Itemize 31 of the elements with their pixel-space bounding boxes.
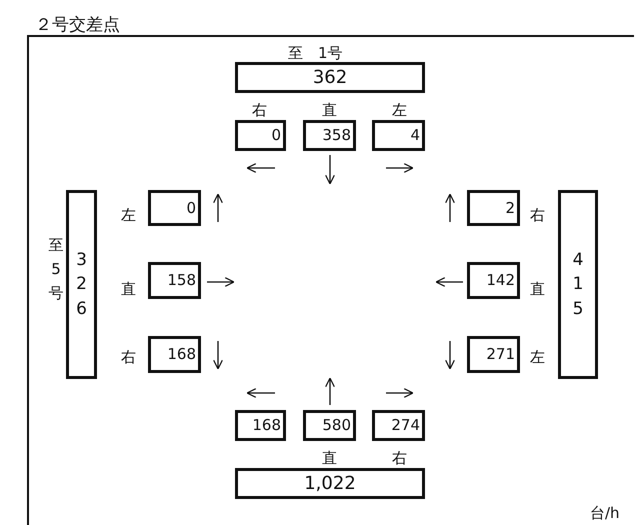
direction-label: 右 <box>252 103 267 118</box>
destination-label: 至 1号 <box>288 46 343 61</box>
count-box: 0 <box>148 190 201 226</box>
count-box: 274 <box>372 410 425 441</box>
count-box: 158 <box>148 262 201 299</box>
count-box: 4 <box>372 120 425 151</box>
direction-label: 直 <box>121 282 136 297</box>
direction-label: 左 <box>121 208 136 223</box>
direction-label: 右 <box>392 451 407 466</box>
direction-label: 右 <box>121 350 136 365</box>
count-box: 2 <box>467 190 520 226</box>
unit-label: 台/h <box>590 506 620 521</box>
direction-label: 直 <box>322 103 337 118</box>
count-box: 358 <box>303 120 356 151</box>
count-box: 0 <box>235 120 286 151</box>
total-count-box: 326 <box>66 190 97 379</box>
direction-label: 右 <box>530 208 545 223</box>
total-count-box: 362 <box>235 62 425 93</box>
count-box: 168 <box>148 336 201 373</box>
direction-label: 左 <box>530 350 545 365</box>
direction-label: 直 <box>322 451 337 466</box>
count-box: 168 <box>235 410 286 441</box>
total-count-box: 1,022 <box>235 468 425 499</box>
destination-label: 至 5号 <box>48 235 64 304</box>
direction-label: 直 <box>530 282 545 297</box>
count-box: 271 <box>467 336 520 373</box>
title: ２号交差点 <box>35 17 120 34</box>
direction-label: 左 <box>392 103 407 118</box>
count-box: 580 <box>303 410 356 441</box>
count-box: 142 <box>467 262 520 299</box>
total-count-box: 415 <box>558 190 598 379</box>
